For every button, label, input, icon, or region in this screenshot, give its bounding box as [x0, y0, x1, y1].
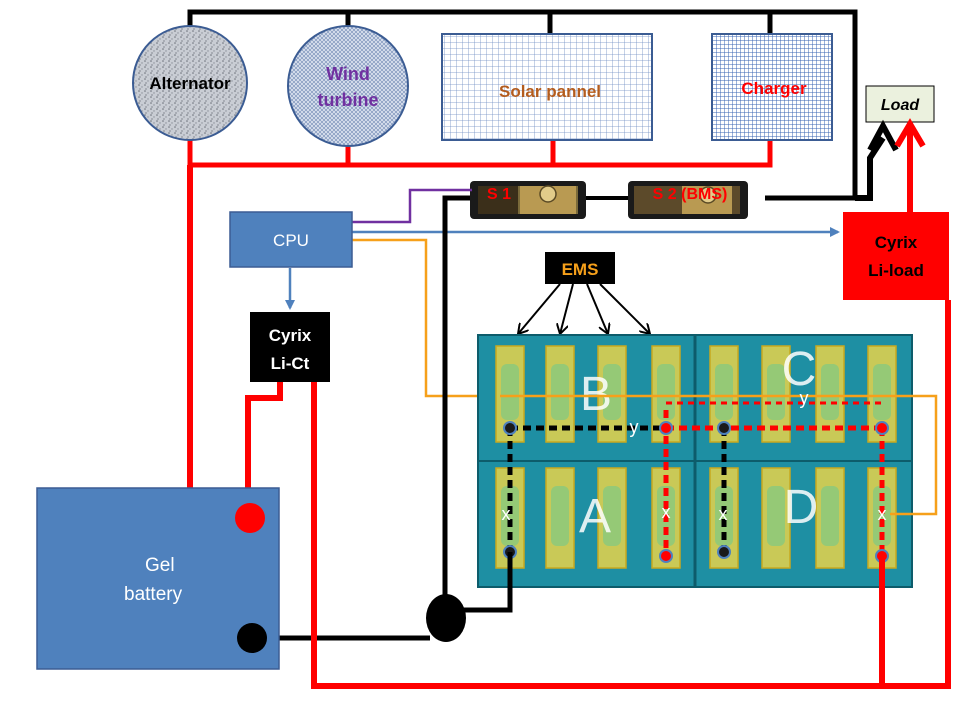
ems[interactable]: EMS [545, 252, 615, 284]
cpu[interactable]: CPU [229, 211, 353, 268]
cyrix-li-load-line1: Cyrix [875, 233, 918, 252]
alternator[interactable]: Alternator [132, 25, 248, 141]
svg-text:y: y [630, 417, 639, 437]
terminal-rings [503, 421, 889, 563]
switch-s1-label: S 1 [487, 186, 511, 203]
cell-marks: x x x x y y [502, 388, 887, 524]
solar-panel[interactable]: Solar pannel [441, 33, 653, 141]
charger[interactable]: Charger [711, 33, 833, 141]
cyrix-li-load[interactable]: Cyrix Li-load [843, 212, 949, 300]
alternator-label: Alternator [149, 74, 231, 93]
switch-s1[interactable]: S 1 [470, 181, 586, 219]
cell-terminal [545, 467, 575, 569]
ems-label: EMS [562, 260, 599, 279]
gel-battery-line2: battery [124, 584, 183, 605]
cell-label-a: A [579, 490, 611, 543]
cell-terminal [761, 467, 791, 569]
gel-battery-line1: Gel [145, 555, 175, 576]
svg-text:x: x [502, 504, 511, 524]
switch-s2-bms[interactable]: S 2 (BMS) [628, 181, 748, 219]
signal-wires [285, 188, 840, 398]
cell-label-d: D [784, 481, 819, 534]
cell-label-b: B [580, 368, 612, 421]
cyrix-li-ct-line1: Cyrix [269, 326, 312, 345]
positive-main-wiring [245, 300, 951, 689]
balance-wire [500, 394, 938, 516]
cell-terminal [597, 467, 627, 569]
load-feed-wires [855, 118, 926, 214]
wind-turbine-label-line1: Wind [326, 64, 370, 84]
cyrix-li-ct-line2: Li-Ct [271, 354, 310, 373]
lithium-battery-pack [477, 334, 913, 588]
svg-text:x: x [878, 504, 887, 524]
charger-label: Charger [741, 79, 807, 98]
gel-battery[interactable]: Gel battery [36, 487, 280, 670]
svg-text:x: x [662, 502, 671, 522]
wind-turbine-label-line2: turbine [318, 90, 379, 110]
cell-label-c: C [782, 343, 817, 396]
ems-arrows [518, 283, 650, 334]
negative-main-wiring [250, 195, 513, 642]
solar-panel-label: Solar pannel [499, 82, 601, 101]
svg-text:y: y [800, 388, 809, 408]
cyrix-li-load-line2: Li-load [868, 261, 924, 280]
gel-battery-negative-terminal [237, 623, 267, 653]
gel-battery-positive-terminal [235, 503, 265, 533]
load[interactable]: Load [865, 85, 935, 123]
cpu-label: CPU [273, 231, 309, 250]
svg-text:x: x [719, 504, 728, 524]
wind-turbine[interactable]: Wind turbine [287, 25, 409, 147]
pack-internal-links [507, 401, 885, 556]
load-label: Load [881, 97, 920, 114]
switch-s2-label: S 2 (BMS) [653, 186, 728, 203]
cell-terminal [815, 467, 845, 569]
cell-terminal [761, 345, 791, 443]
cyrix-li-ct[interactable]: Cyrix Li-Ct [250, 312, 330, 382]
negative-junction [426, 594, 466, 642]
